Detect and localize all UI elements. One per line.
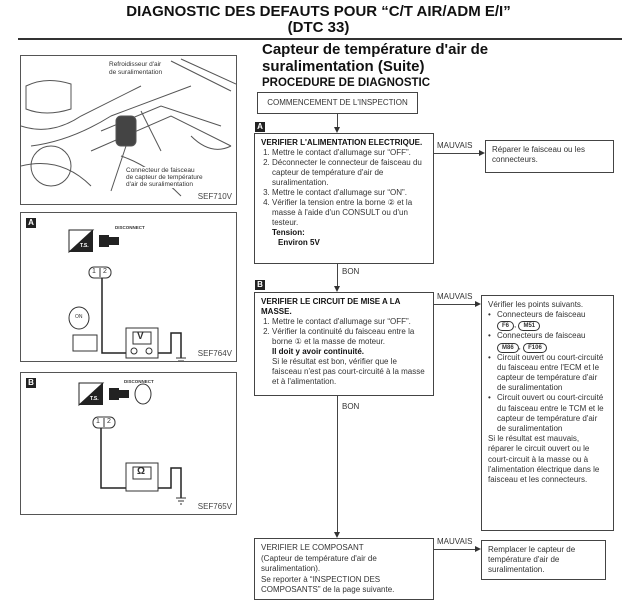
ignition-on-label: ON <box>75 314 83 320</box>
section-subtitle: PROCEDURE DE DIAGNOSTIC <box>262 77 431 89</box>
good-label: BON <box>342 267 360 276</box>
bad-label: MAUVAIS <box>437 292 473 301</box>
voltmeter-label: V <box>137 331 144 342</box>
engine-illustration <box>21 58 236 197</box>
voltage-wiring-diagram <box>68 229 186 361</box>
step-b-bad-box: Vérifier les points suivants. Connecteur… <box>481 295 614 531</box>
ts-label: T.S. <box>90 396 99 402</box>
figure-code: SEF710V <box>197 192 232 201</box>
connector-badge: F106 <box>523 342 547 353</box>
ohmmeter-wiring-diagram <box>78 382 186 505</box>
step-a-box: VERIFIER L'ALIMENTATION ELECTRIQUE. Mett… <box>254 133 434 264</box>
ohmmeter-label: Ω <box>137 466 146 477</box>
pin-2: 2 <box>103 268 107 275</box>
figure-b-continuity-check: B DISCONNECT T.S. 1 2 Ω SEF765V <box>20 372 237 515</box>
page-title-dtc: (DTC 33) <box>287 19 350 36</box>
pin-1: 1 <box>92 268 96 275</box>
start-inspection-box: COMMENCEMENT DE L'INSPECTION <box>257 92 418 114</box>
disconnect-label: DISCONNECT <box>124 379 154 384</box>
page-title: DIAGNOSTIC DES DEFAUTS POUR “C/T AIR/ADM… <box>126 3 511 20</box>
connector-badge: M86 <box>497 342 519 353</box>
figure-tag: B <box>26 378 36 388</box>
step-a-tag: A <box>255 122 265 132</box>
step-c-bad-box: Remplacer le capteur de température d'ai… <box>481 540 606 580</box>
disconnect-label: DISCONNECT <box>115 225 145 230</box>
step-c-box: VERIFIER LE COMPOSANT(Capteur de tempéra… <box>254 538 434 600</box>
good-label: BON <box>342 402 360 411</box>
divider <box>18 38 622 40</box>
figure-tag: A <box>26 218 36 228</box>
figure-code: SEF764V <box>197 349 232 358</box>
ts-label: T.S. <box>80 243 89 249</box>
step-b-tag: B <box>255 280 265 290</box>
step-b-box: VERIFIER LE CIRCUIT DE MISE A LA MASSE. … <box>254 292 434 396</box>
figure-a-voltage-check: A DISCONNECT T.S. 1 2 ON V SEF764V <box>20 212 237 362</box>
figure-code: SEF765V <box>197 502 232 511</box>
pin-2: 2 <box>107 418 111 425</box>
bad-label: MAUVAIS <box>437 141 473 150</box>
bad-label: MAUVAIS <box>437 537 473 546</box>
connector-badge: F6 <box>497 321 515 332</box>
pin-1: 1 <box>96 418 100 425</box>
connector-badge: M51 <box>518 321 541 332</box>
step-a-bad-box: Réparer le faisceau ou les connecteurs. <box>485 140 614 173</box>
